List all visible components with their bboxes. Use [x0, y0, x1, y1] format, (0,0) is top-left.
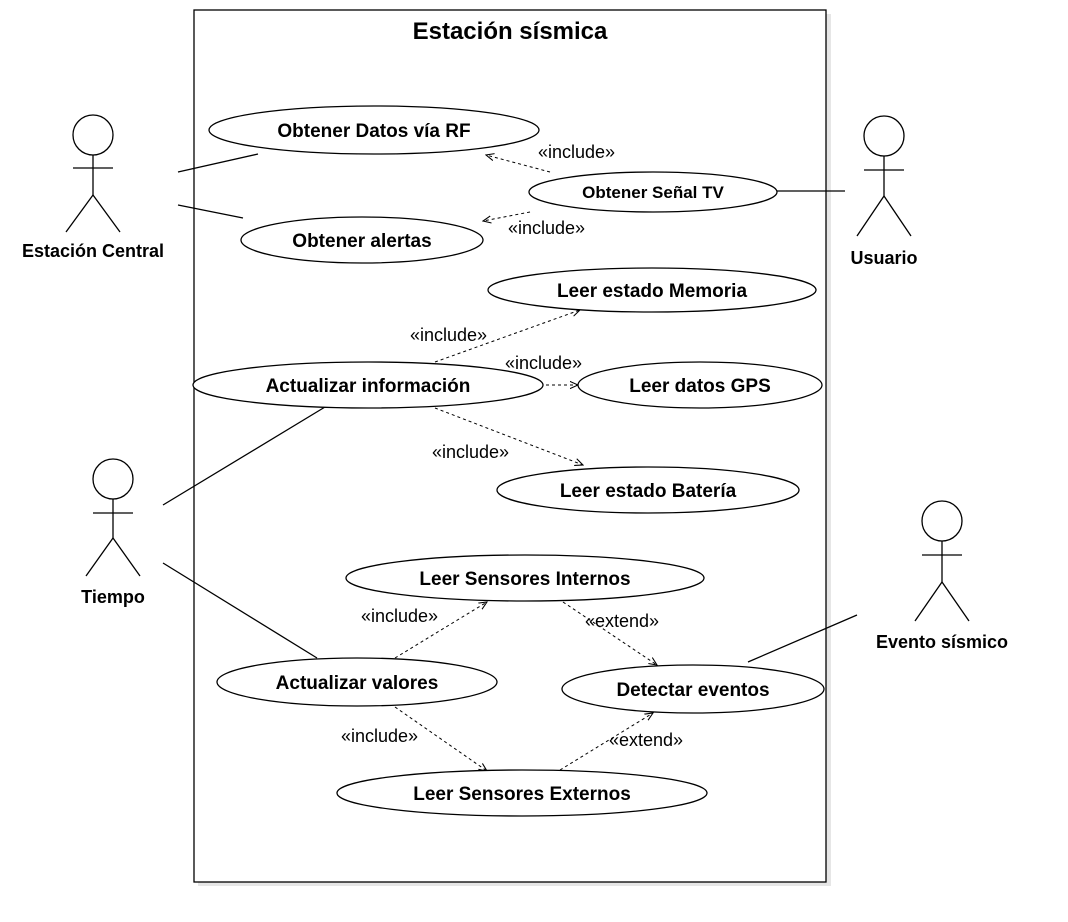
include-label-memoria: «include» [410, 325, 487, 345]
use-case-label: Obtener Datos vía RF [277, 121, 470, 142]
actor-label: Estación Central [22, 241, 164, 261]
association-central-datos-rf [177, 153, 259, 173]
actor-usuario[interactable]: Usuario [850, 115, 918, 268]
system-title: Estación sísmica [413, 18, 608, 45]
use-case-label: Obtener Señal TV [582, 183, 724, 202]
actor-evento-sismico[interactable]: Evento sísmico [876, 500, 1008, 652]
use-case-leer-estado-memoria[interactable]: Leer estado Memoria [487, 267, 817, 313]
use-case-actualizar-valores[interactable]: Actualizar valores [216, 657, 498, 707]
use-case-leer-sensores-internos[interactable]: Leer Sensores Internos [345, 554, 705, 602]
include-senal-tv-datos-rf [486, 155, 551, 173]
use-case-label: Detectar eventos [616, 680, 769, 701]
use-case-obtener-datos-rf[interactable]: Obtener Datos vía RF [208, 105, 540, 155]
use-case-obtener-senal-tv[interactable]: Obtener Señal TV [528, 171, 778, 213]
extend-label-externos: «extend» [609, 730, 683, 750]
use-case-actualizar-informacion[interactable]: Actualizar información [192, 361, 544, 409]
use-case-detectar-eventos[interactable]: Detectar eventos [561, 664, 825, 714]
include-label-alertas: «include» [508, 218, 585, 238]
association-central-alertas [177, 204, 244, 219]
stick-figure-icon [856, 115, 912, 237]
actor-label: Evento sísmico [876, 632, 1008, 652]
use-case-label: Leer estado Memoria [557, 281, 747, 302]
actor-tiempo[interactable]: Tiempo [81, 458, 145, 607]
stick-figure-icon [914, 500, 970, 622]
use-case-label: Obtener alertas [292, 231, 431, 252]
include-valores-sensores-externos [394, 706, 487, 771]
include-actualizar-bateria [434, 407, 583, 465]
include-actualizar-memoria [434, 310, 580, 363]
extend-label-internos: «extend» [585, 611, 659, 631]
use-case-label: Leer Sensores Externos [413, 784, 631, 805]
use-case-label: Actualizar valores [276, 673, 439, 694]
include-label-bateria: «include» [432, 442, 509, 462]
association-evento-detectar-eventos [747, 614, 858, 663]
include-senal-tv-alertas [483, 211, 531, 221]
stick-figure-icon [85, 458, 141, 577]
use-case-obtener-alertas[interactable]: Obtener alertas [240, 216, 484, 264]
actor-label: Tiempo [81, 587, 145, 607]
use-case-leer-sensores-externos[interactable]: Leer Sensores Externos [336, 769, 708, 817]
use-case-label: Leer datos GPS [629, 376, 771, 397]
stick-figure-icon [65, 114, 121, 233]
include-label-sensores-externos: «include» [341, 726, 418, 746]
association-tiempo-actualizar-valores [162, 562, 318, 659]
include-label-datos-rf: «include» [538, 142, 615, 162]
actor-label: Usuario [850, 248, 917, 268]
association-tiempo-actualizar-informacion [162, 406, 326, 506]
use-case-label: Leer Sensores Internos [419, 569, 630, 590]
actor-estacion-central[interactable]: Estación Central [22, 114, 164, 261]
include-label-gps: «include» [505, 353, 582, 373]
include-label-sensores-internos: «include» [361, 606, 438, 626]
use-case-leer-datos-gps[interactable]: Leer datos GPS [577, 361, 823, 409]
use-case-label: Leer estado Batería [560, 481, 737, 502]
system-boundary [193, 9, 827, 883]
extend-sensores-externos-detectar [559, 713, 653, 771]
extend-sensores-internos-detectar [562, 601, 657, 665]
use-case-label: Actualizar información [266, 376, 471, 397]
use-case-leer-estado-bateria[interactable]: Leer estado Batería [496, 466, 800, 514]
